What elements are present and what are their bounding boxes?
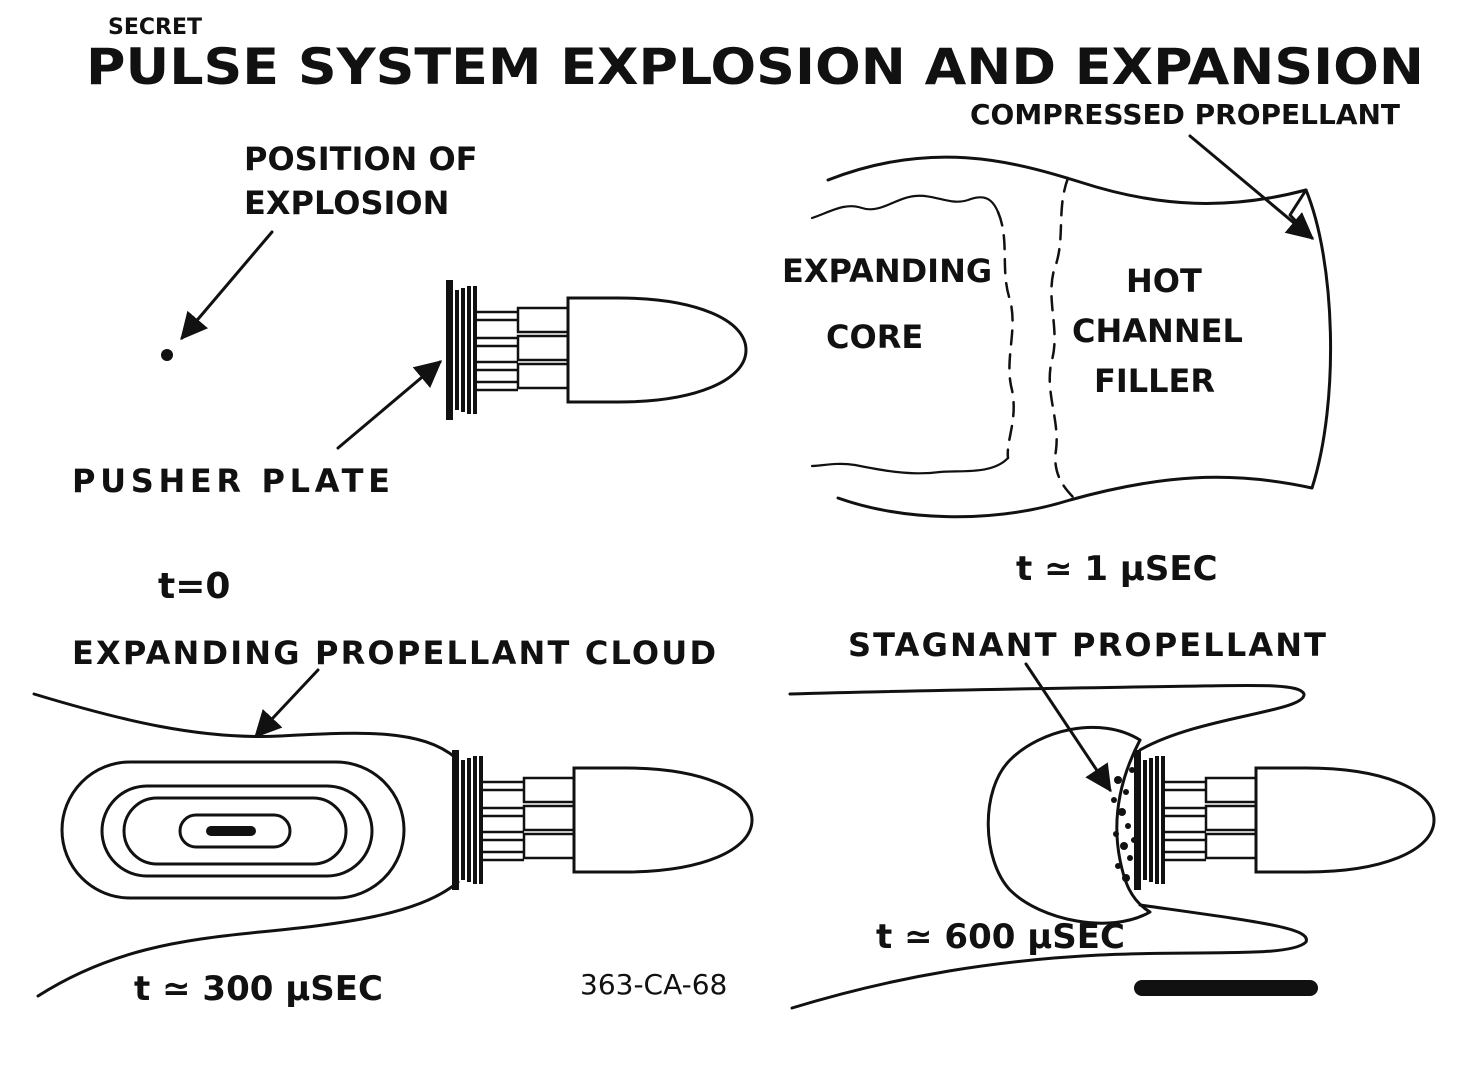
expanding-core-lower [810,456,1010,475]
cloud-contour-3 [122,796,348,866]
stagnant-envelope-lower [790,903,1308,1010]
compressed-edge-spike [1288,188,1314,240]
classification-stamp: SECRET [108,15,202,40]
label-expanding-propellant-cloud: EXPANDING PROPELLANT CLOUD [72,634,716,672]
stagnant-envelope-upper [788,683,1306,752]
label-filler: FILLER [1094,362,1215,400]
spacecraft-t300us [450,748,754,892]
label-pusher-plate: PUSHER PLATE [72,462,390,500]
time-t300us: t ≃ 300 μSEC [134,969,383,1009]
explosion-point [161,349,173,361]
label-core: CORE [826,318,923,356]
diagram-title: PULSE SYSTEM EXPLOSION AND EXPANSION [86,38,1424,96]
figure-id: 363-CA-68 [580,968,727,1001]
hot-channel-boundary [1048,176,1076,500]
expanding-core-dashed [996,210,1015,460]
time-t1us: t ≃ 1 μSEC [1016,549,1218,589]
panel-t300us: EXPANDING PROPELLANT CLOUD t ≃ 300 μSEC … [32,634,754,1009]
compressed-propellant-arrow [1188,134,1315,240]
label-compressed-propellant: COMPRESSED PROPELLANT [970,98,1400,131]
time-t0: t=0 [158,566,230,607]
label-position-of: POSITION OF [244,140,478,178]
label-hot: HOT [1126,262,1202,300]
cloud-core [206,826,256,836]
explosion-pointer-arrow [180,230,274,341]
label-channel: CHANNEL [1072,312,1243,350]
ground-shadow [1134,980,1318,996]
cloud-envelope-lower [36,880,460,998]
panel-t600us: STAGNANT PROPELLANT t ≃ 600 μSEC [788,626,1436,1010]
cloud-contour-2 [100,784,374,878]
panel-t0: POSITION OF EXPLOSION PUSHER PLATE t=0 [72,140,748,607]
expanding-core-boundary [810,194,1000,220]
label-stagnant-propellant: STAGNANT PROPELLANT [848,626,1326,664]
pusher-plate-arrow [336,360,443,450]
cloud-pointer-arrow [254,668,320,738]
stagnant-pointer-arrow [1024,662,1112,793]
stagnant-inner-cavity [986,725,1152,925]
compressed-envelope [826,155,1333,519]
panel-t1us: COMPRESSED PROPELLANT EXPANDING CORE HOT… [782,98,1400,589]
label-explosion: EXPLOSION [244,184,449,222]
label-expanding: EXPANDING [782,252,992,290]
spacecraft-t600us [1132,748,1436,892]
time-t600us: t ≃ 600 μSEC [876,917,1125,957]
cloud-contour-1 [60,760,406,900]
spacecraft-t0 [444,278,748,422]
cloud-envelope-upper [32,692,458,760]
cloud-contour-4 [178,813,292,849]
stagnant-stipple [1111,767,1137,882]
